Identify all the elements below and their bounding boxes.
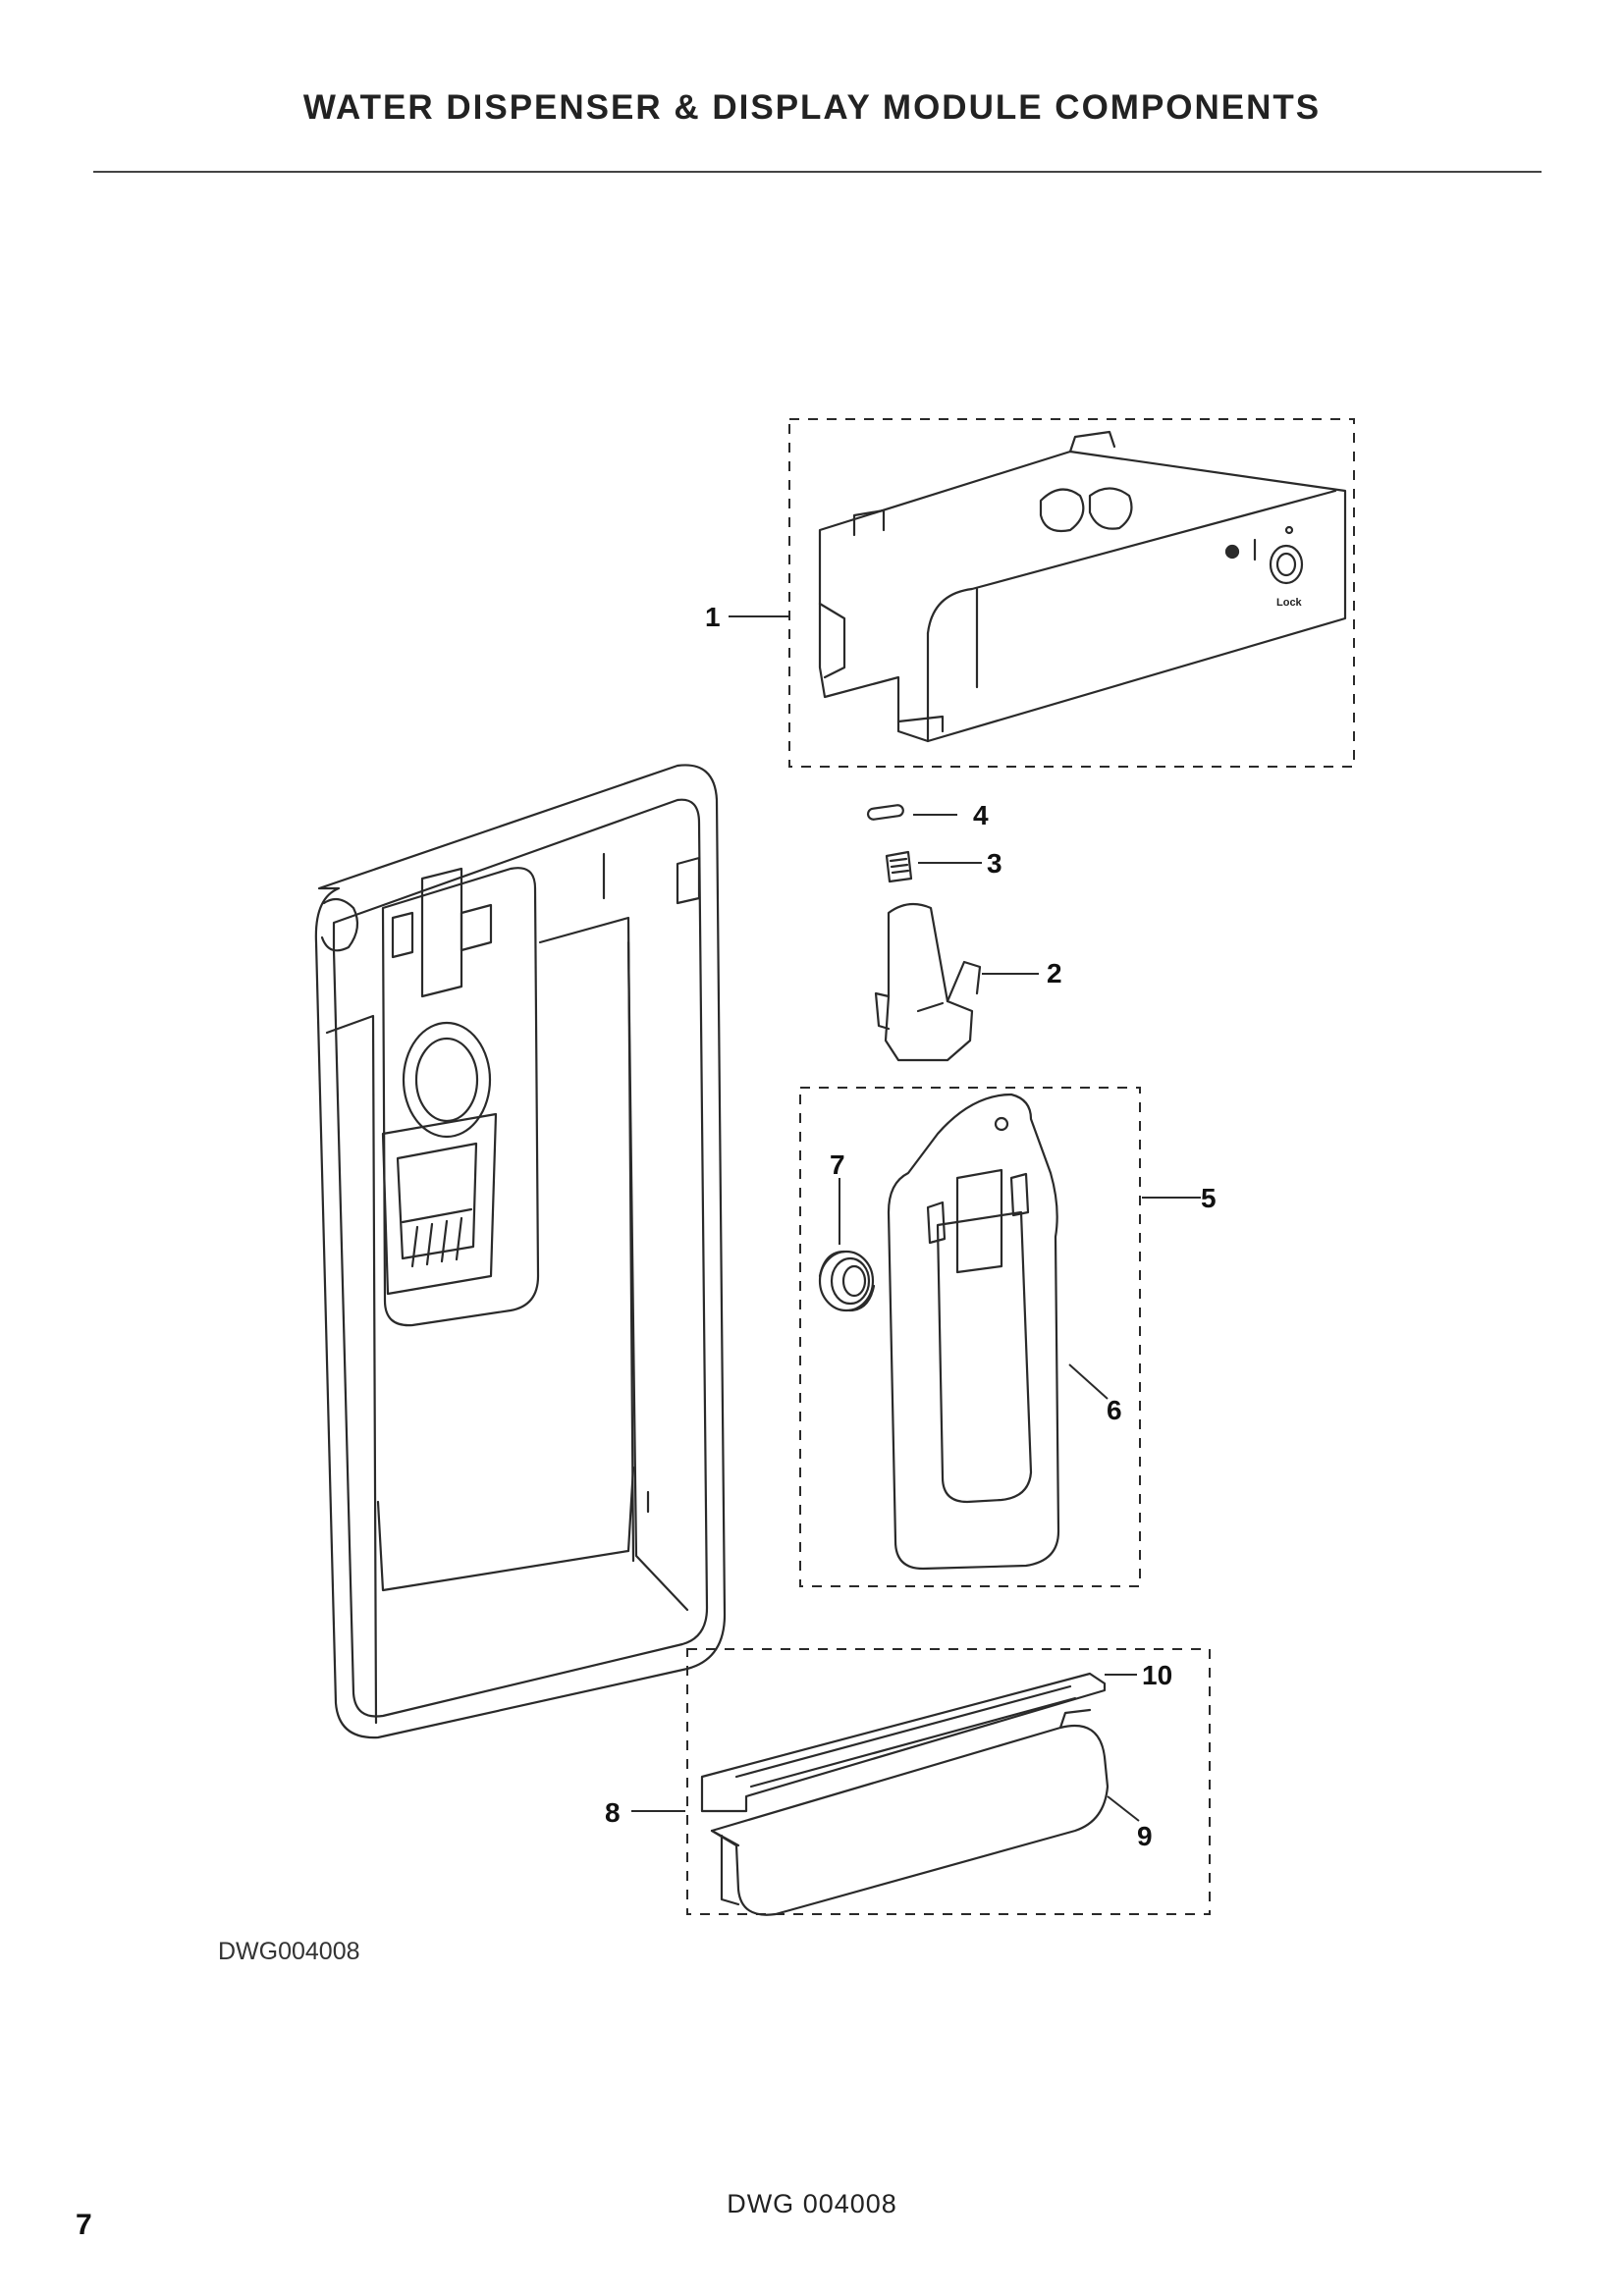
callout-7: 7 [830,1149,845,1180]
drip-tray-drawing [700,1672,1110,1916]
spring-drawing [818,1250,876,1312]
callout-6: 6 [1107,1395,1122,1425]
page-title: WATER DISPENSER & DISPLAY MODULE COMPONE… [302,88,1322,127]
callout-3: 3 [987,848,1002,879]
nozzle-drawing [874,902,982,1062]
callout-4: 4 [973,800,989,830]
group-frame-display-module [788,418,1355,768]
group-frame-lever-assembly [799,1087,1141,1587]
footer-drawing-code: DWG 004008 [727,2189,897,2218]
callout-2: 2 [1047,958,1062,988]
group-frame-drip-tray [686,1648,1211,1915]
callout-8: 8 [605,1797,621,1828]
title-divider [93,171,1542,173]
page-number: 7 [76,2209,92,2241]
dispenser-lever-drawing [887,1093,1060,1571]
panel-lock-label: Lock [1276,597,1303,609]
callout-1: 1 [705,602,721,632]
dispenser-housing-drawing [314,764,727,1739]
callout-10: 10 [1142,1660,1172,1690]
callout-5: 5 [1201,1183,1217,1213]
callout-9: 9 [1137,1821,1153,1851]
display-module-drawing [818,430,1347,743]
o-ring-drawing [866,804,904,821]
coupler-drawing [885,850,913,883]
drawing-reference: DWG004008 [218,1938,360,1965]
